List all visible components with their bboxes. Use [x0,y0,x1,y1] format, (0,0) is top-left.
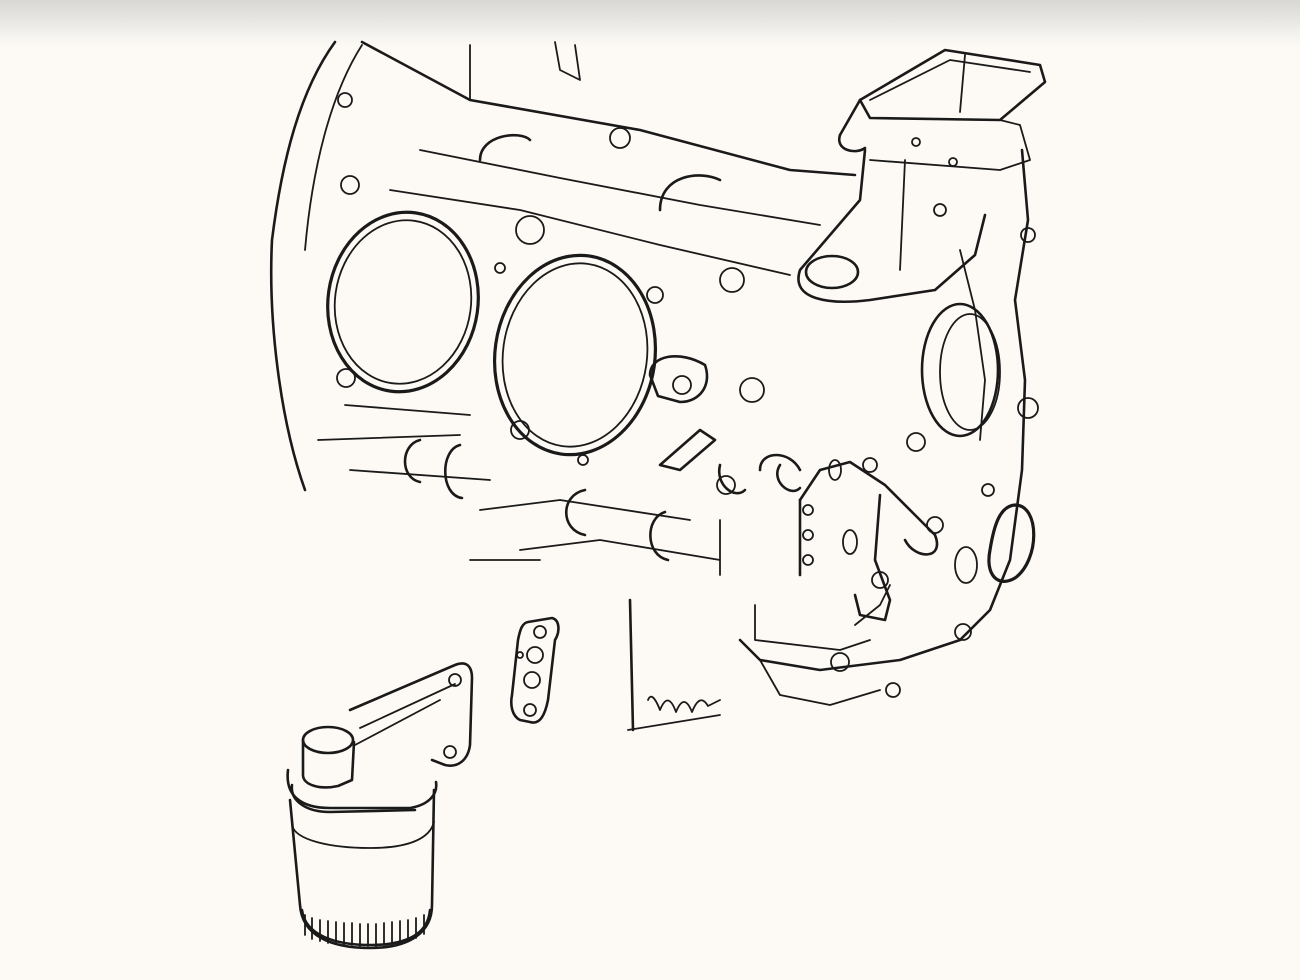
mounting-bracket [797,48,1047,303]
side-cover-plate [920,302,1036,584]
oil-filter-adapter [286,662,474,814]
engine-block [269,40,1039,732]
oil-filter-cartridge [288,788,436,950]
gasket [509,616,560,724]
port-housing [648,355,939,706]
cylinder-bores [326,210,658,466]
top-bar [0,0,1300,48]
